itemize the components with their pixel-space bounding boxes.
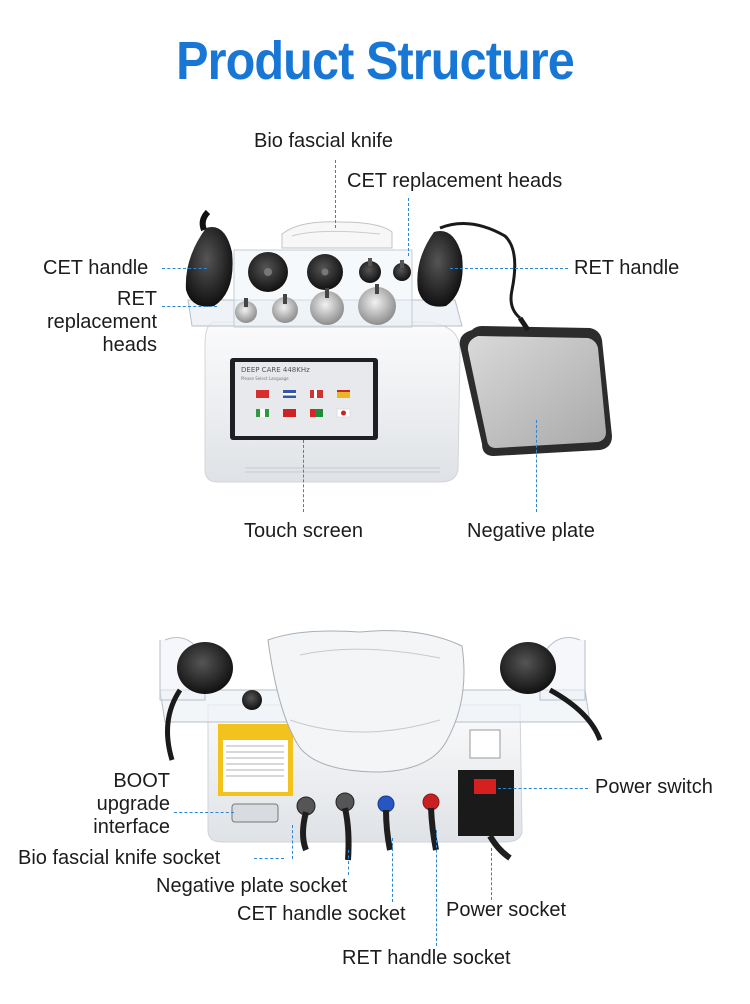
label-bio-fascial-knife-socket: Bio fascial knife socket bbox=[18, 847, 221, 869]
label-cet-replacement-heads: CET replacement heads bbox=[347, 170, 563, 192]
leader-bio-fascial-knife-socket-h bbox=[254, 858, 284, 859]
leader-ret-handle-socket bbox=[436, 830, 437, 946]
leader-cet-replacement-heads bbox=[408, 198, 409, 256]
label-cet-handle: CET handle bbox=[43, 257, 149, 279]
label-power-switch: Power switch bbox=[595, 776, 713, 798]
language-flags bbox=[256, 390, 351, 418]
label-negative-plate-socket: Negative plate socket bbox=[156, 875, 348, 897]
screen-prompt: Please Select Language bbox=[241, 376, 289, 381]
label-bio-fascial-knife: Bio fascial knife bbox=[254, 130, 393, 152]
leader-power-switch bbox=[498, 788, 588, 789]
label-touch-screen: Touch screen bbox=[244, 520, 363, 542]
leader-power-socket bbox=[491, 848, 492, 900]
label-cet-handle-socket: CET handle socket bbox=[237, 903, 406, 925]
leader-negative-plate-socket bbox=[348, 850, 349, 875]
leader-boot-upgrade-interface bbox=[174, 812, 234, 813]
label-negative-plate: Negative plate bbox=[467, 520, 595, 542]
label-boot-upgrade-interface: BOOT upgrade interface bbox=[93, 770, 170, 838]
leader-negative-plate bbox=[536, 420, 537, 512]
label-ret-replacement-heads: RET replacement heads bbox=[46, 288, 157, 356]
device-front-illustration: DEEP CARE 448KHz Please Select Language bbox=[185, 209, 612, 483]
screen-brand: DEEP CARE 448KHz bbox=[241, 366, 310, 374]
label-power-socket: Power socket bbox=[446, 899, 567, 921]
leader-ret-handle bbox=[450, 268, 568, 269]
leader-bio-fascial-knife bbox=[335, 160, 336, 228]
leader-bio-fascial-knife-socket-v bbox=[292, 825, 293, 859]
page-title: Product Structure bbox=[176, 31, 575, 91]
leader-cet-handle-socket bbox=[392, 838, 393, 902]
leader-touch-screen bbox=[303, 440, 304, 512]
leader-ret-replacement-heads bbox=[162, 306, 217, 307]
leader-cet-handle bbox=[162, 268, 207, 269]
label-ret-handle: RET handle bbox=[574, 257, 680, 279]
label-ret-handle-socket: RET handle socket bbox=[342, 947, 511, 969]
